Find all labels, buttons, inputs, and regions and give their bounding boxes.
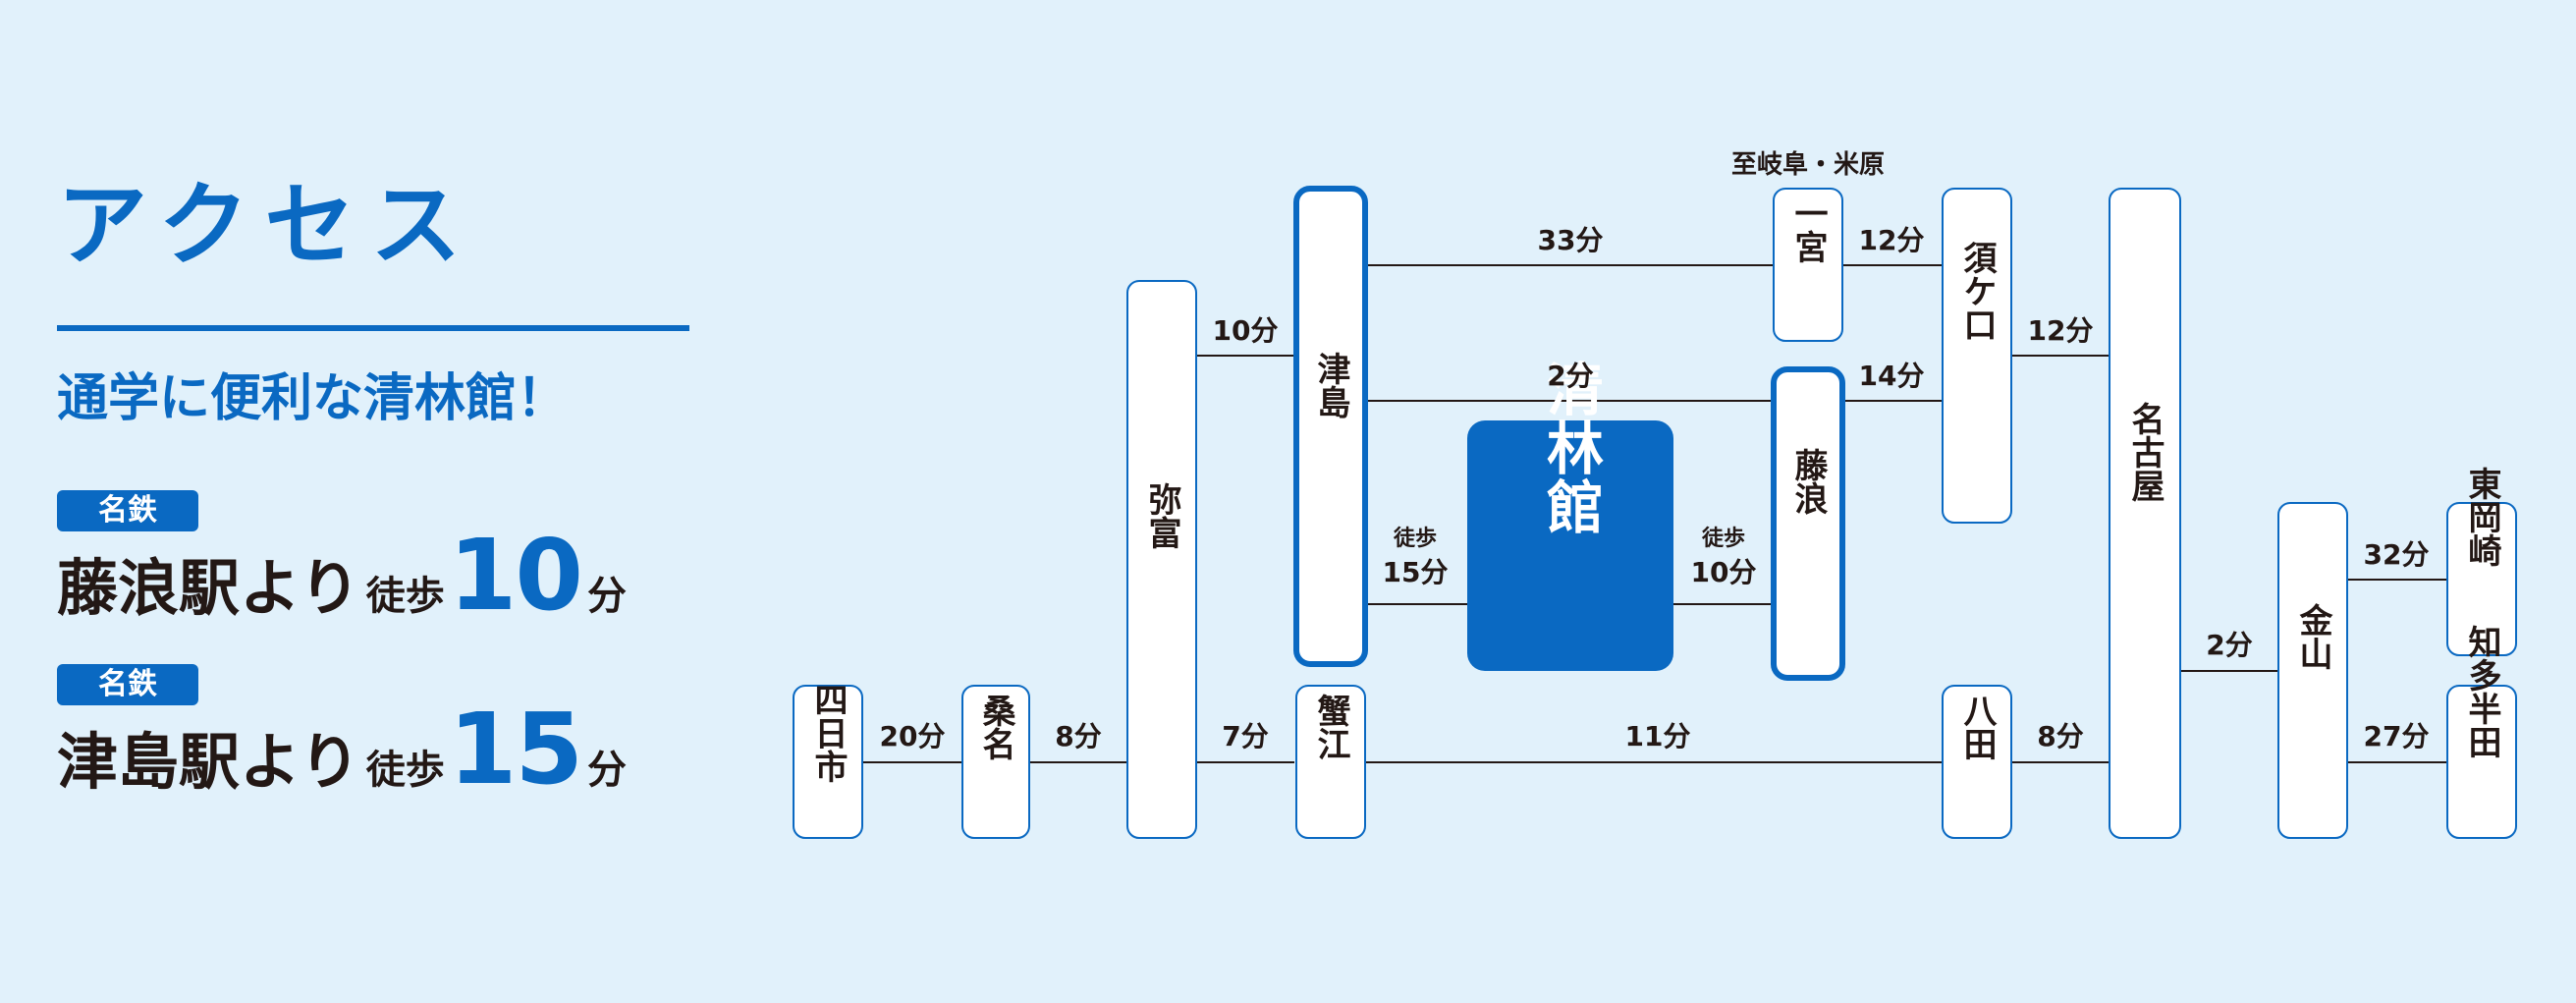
station-label: 蟹江 (1311, 694, 1350, 760)
station-label: 知多半田 (2462, 625, 2501, 758)
station-nagoya: 名古屋 (2109, 188, 2181, 839)
route-walk-label: 徒歩 (365, 748, 445, 793)
time-label: 2分 (1547, 360, 1593, 392)
time-label: 12分 (2028, 314, 2094, 347)
station-label: 須ケ口 (1957, 241, 1997, 341)
time-label: 10分 (1213, 314, 1279, 347)
station-label: 東岡崎 (2462, 467, 2501, 567)
station-kuwana: 桑名 (961, 685, 1030, 839)
route-unit: 分 (586, 748, 627, 793)
route-text: 津島駅より (57, 726, 360, 798)
station-label: 桑名 (976, 694, 1015, 760)
station-sukaguchi: 須ケ口 (1942, 188, 2012, 524)
station-label: 一宮 (1788, 196, 1828, 263)
time-label: 32分 (2364, 538, 2430, 571)
route-text: 藤浪駅より (57, 552, 360, 624)
station-yokkaichi: 四日市 (793, 683, 863, 839)
route-minutes: 15 (448, 692, 583, 807)
route-lines (862, 264, 2447, 763)
meitetsu-badge: 名鉄 (57, 490, 198, 531)
station-ichinomiya: 一宮 (1773, 188, 1843, 342)
walk-label: 徒歩 (1701, 526, 1745, 551)
walk-label: 徒歩 (1393, 526, 1437, 551)
station-hatta: 八田 (1942, 685, 2012, 839)
station-label: 弥富 (1142, 482, 1181, 549)
route-walk-label: 徒歩 (365, 574, 445, 619)
station-label: 藤浪 (1788, 448, 1828, 516)
school-seirinkan: 清林館 (1467, 360, 1673, 671)
title-underline (57, 325, 689, 331)
time-label: 14分 (1859, 360, 1925, 392)
route-unit: 分 (586, 574, 627, 619)
walk-time: 10分 (1691, 556, 1757, 588)
meitetsu-badge: 名鉄 (57, 664, 198, 705)
subtitle: 通学に便利な清林館！ (57, 369, 569, 428)
station-tsushima: 津島 (1293, 186, 1368, 667)
time-label: 8分 (2037, 720, 2083, 752)
station-label: 金山 (2293, 602, 2333, 670)
time-label: 8分 (1055, 720, 1101, 752)
station-label: 四日市 (808, 683, 848, 783)
station-label: 名古屋 (2125, 402, 2165, 502)
school-label: 清林館 (1537, 360, 1604, 536)
station-label: 津島 (1311, 352, 1350, 418)
direction-label: 至岐阜・米原 (1731, 150, 1885, 180)
station-kanie: 蟹江 (1295, 685, 1366, 839)
page-title: アクセス (57, 173, 477, 278)
station-chitahanda: 知多半田 (2446, 625, 2517, 839)
station-yatomi: 弥富 (1126, 280, 1197, 839)
time-label: 12分 (1859, 224, 1925, 256)
time-label: 20分 (880, 720, 946, 752)
time-label: 11分 (1625, 720, 1691, 752)
time-label: 33分 (1538, 224, 1604, 256)
station-kanayama: 金山 (2277, 502, 2348, 839)
route-minutes: 10 (448, 518, 583, 633)
time-label: 27分 (2364, 720, 2430, 752)
station-higashiokazaki: 東岡崎 (2446, 467, 2517, 656)
station-fujinami: 藤浪 (1771, 366, 1845, 681)
walk-time: 15分 (1383, 556, 1449, 588)
time-label: 2分 (2206, 629, 2252, 661)
station-label: 八田 (1957, 694, 1997, 760)
time-label: 7分 (1222, 720, 1268, 752)
